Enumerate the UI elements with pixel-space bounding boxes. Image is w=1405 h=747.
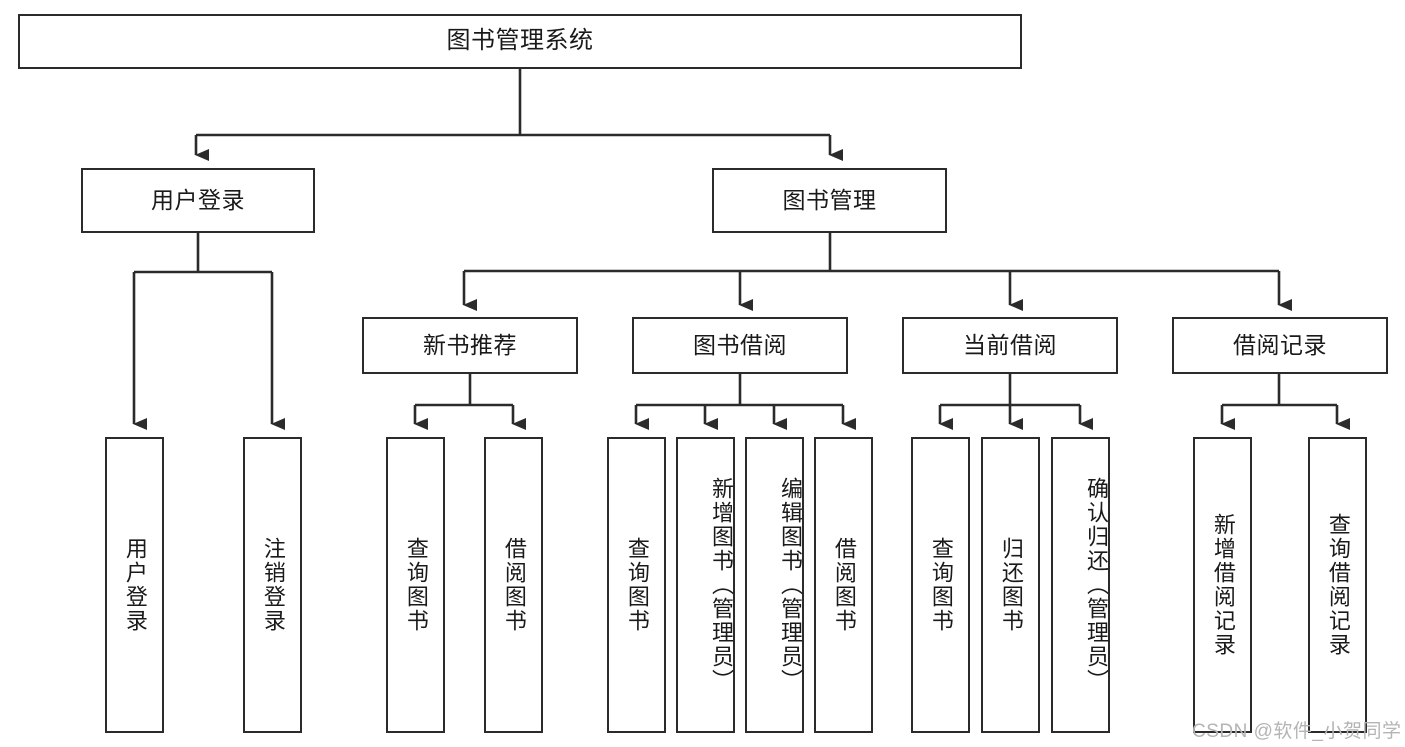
node-label: 当前借阅	[963, 331, 1057, 358]
node-label: 新增借阅记录	[1210, 513, 1236, 657]
leaf-borrow-book-newbook[interactable]: 借阅图书	[484, 437, 543, 733]
node-borrow-record[interactable]: 借阅记录	[1172, 317, 1388, 374]
node-label: 查询图书	[928, 537, 954, 633]
leaf-add-borrow-record[interactable]: 新增借阅记录	[1193, 437, 1252, 733]
node-label: 用户登录	[122, 537, 148, 633]
leaf-logout[interactable]: 注销登录	[243, 437, 302, 733]
node-current-borrow[interactable]: 当前借阅	[902, 317, 1118, 374]
leaf-query-book-current[interactable]: 查询图书	[911, 437, 970, 733]
node-label: 新书推荐	[423, 331, 517, 358]
node-label: 查询借阅记录	[1325, 513, 1351, 657]
node-label: 图书管理系统	[446, 27, 594, 55]
leaf-borrow-book[interactable]: 借阅图书	[814, 437, 873, 733]
node-label: 图书借阅	[693, 331, 787, 358]
node-label: 确认归还（管理员）	[1084, 477, 1109, 693]
leaf-add-book-admin[interactable]: 新增图书（管理员）	[676, 437, 735, 733]
node-label: 借阅图书	[501, 537, 527, 633]
leaf-user-login[interactable]: 用户登录	[105, 437, 164, 733]
node-label: 归还图书	[998, 537, 1024, 633]
node-new-book-recommend[interactable]: 新书推荐	[362, 317, 578, 374]
node-book-management-system[interactable]: 图书管理系统	[18, 14, 1022, 69]
node-book-borrow[interactable]: 图书借阅	[632, 317, 848, 374]
node-book-management[interactable]: 图书管理	[712, 168, 947, 233]
node-label: 用户登录	[151, 186, 245, 213]
node-label: 图书管理	[782, 186, 877, 213]
leaf-query-book-newbook[interactable]: 查询图书	[386, 437, 445, 733]
node-label: 注销登录	[260, 537, 286, 633]
node-user-login[interactable]: 用户登录	[81, 168, 315, 233]
node-label: 查询图书	[403, 537, 429, 633]
leaf-return-book[interactable]: 归还图书	[981, 437, 1040, 733]
leaf-edit-book-admin[interactable]: 编辑图书（管理员）	[745, 437, 804, 733]
node-label: 借阅图书	[831, 537, 857, 633]
leaf-query-borrow-record[interactable]: 查询借阅记录	[1308, 437, 1367, 733]
node-label: 借阅记录	[1233, 331, 1327, 358]
leaf-confirm-return-admin[interactable]: 确认归还（管理员）	[1051, 437, 1110, 733]
node-label: 编辑图书（管理员）	[778, 477, 803, 693]
node-label: 查询图书	[624, 537, 650, 633]
node-label: 新增图书（管理员）	[709, 477, 734, 693]
csdn-watermark: CSDN @软件_小贺同学	[1192, 721, 1402, 742]
leaf-query-book-borrow[interactable]: 查询图书	[607, 437, 666, 733]
